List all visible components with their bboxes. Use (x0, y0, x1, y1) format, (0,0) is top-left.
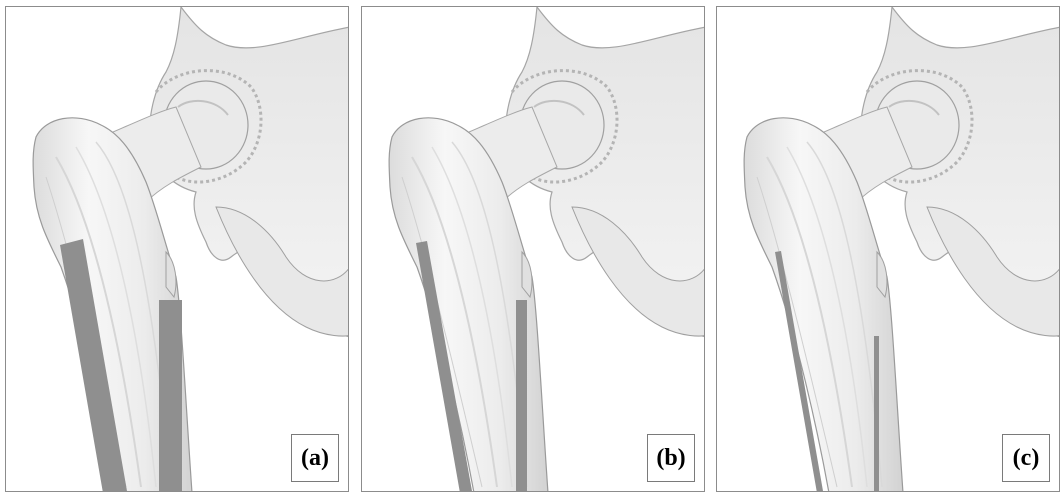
implant-plate-vertical-c (874, 336, 879, 492)
implant-plate-vertical-a (159, 300, 182, 492)
panel-label-a: (a) (291, 434, 339, 482)
panel-a: (a) (5, 6, 349, 492)
femur-illustration-c (717, 7, 1060, 492)
panel-c: (c) (716, 6, 1060, 492)
panel-label-b: (b) (647, 434, 695, 482)
implant-plate-vertical-b (516, 300, 527, 492)
panel-b: (b) (361, 6, 705, 492)
femur-illustration-b (362, 7, 705, 492)
panel-label-c: (c) (1002, 434, 1050, 482)
femur-illustration-a (6, 7, 349, 492)
